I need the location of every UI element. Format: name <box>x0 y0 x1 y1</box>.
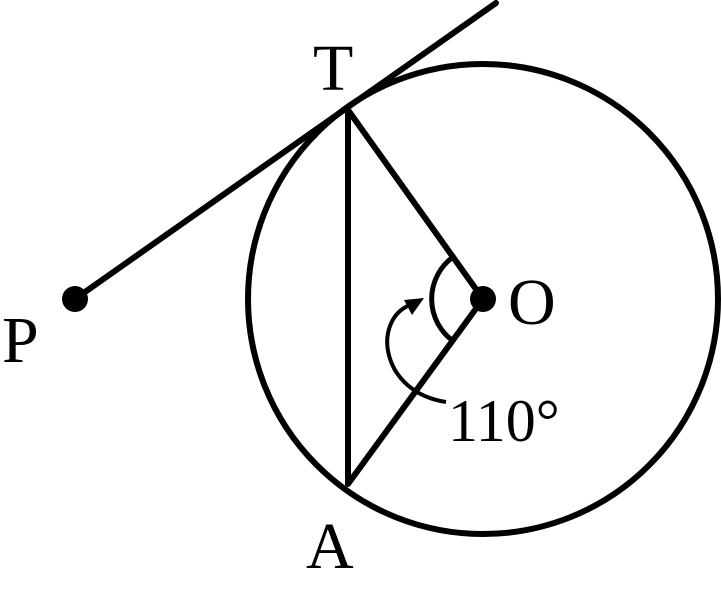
point-o <box>470 286 496 312</box>
angle-arc <box>429 254 455 344</box>
point-p <box>62 286 88 312</box>
radius-ot <box>345 107 486 302</box>
tangent-line-pt <box>72 0 499 302</box>
angle-pointer-arrow <box>385 303 447 404</box>
angle-label-110: 110° <box>448 388 560 454</box>
label-o: O <box>508 266 556 339</box>
label-t: T <box>313 32 353 105</box>
arrowhead-icon <box>404 298 424 315</box>
label-p: P <box>2 304 39 377</box>
circle <box>245 61 721 537</box>
label-a: A <box>306 510 354 583</box>
